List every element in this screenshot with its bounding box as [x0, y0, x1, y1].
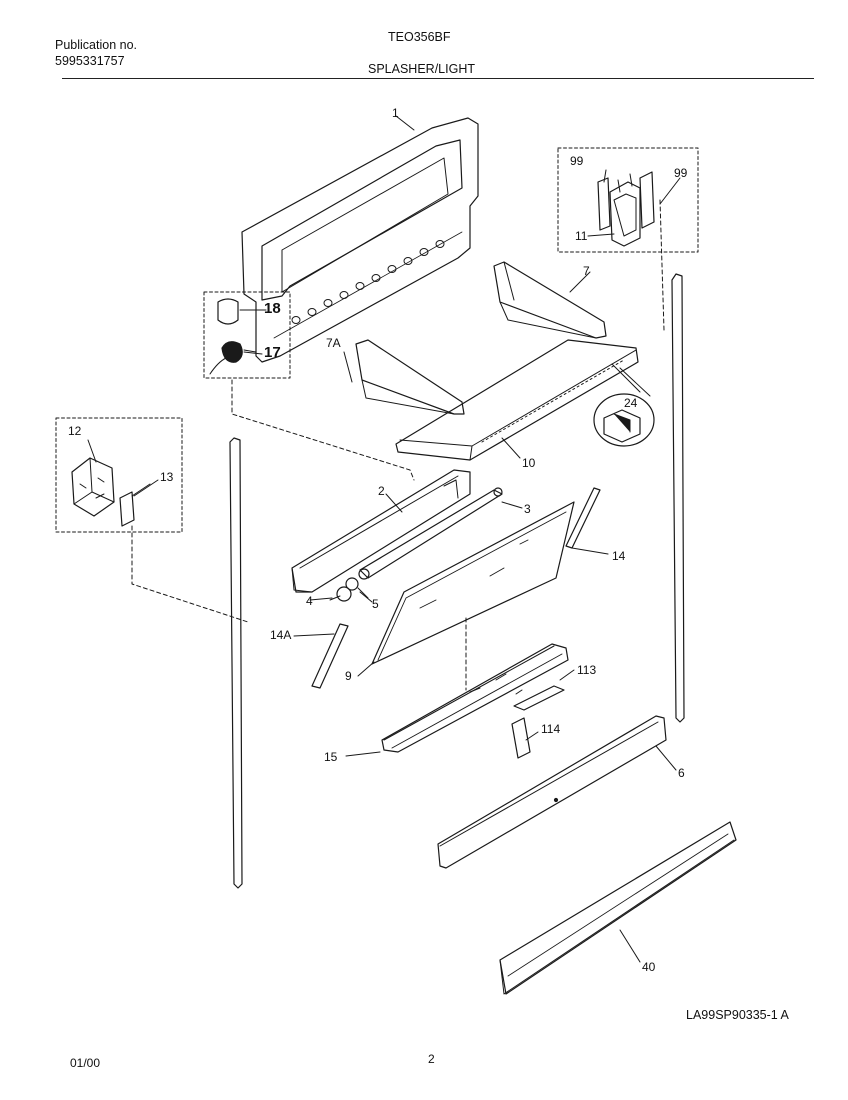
callout-99-right: 99: [674, 166, 688, 180]
part-4-5-lamp-holders: [329, 577, 369, 602]
part-1-backguard: [241, 115, 479, 363]
part-10-light-housing: [395, 339, 639, 461]
footer-date: 01/00: [70, 1056, 101, 1070]
part-113-bracket: [513, 685, 565, 711]
part-12-clock-timer: [71, 457, 115, 517]
part-2-lamp-channel: [291, 469, 471, 593]
part-13-bracket: [119, 483, 151, 527]
callout-11: 11: [575, 229, 588, 243]
drawing-id: LA99SP90335-1 A: [686, 1008, 789, 1022]
callout-9: 9: [345, 669, 352, 683]
kit-box-12-13: [55, 417, 183, 533]
callout-18: 18: [264, 300, 281, 317]
publication-number: 5995331757: [55, 54, 125, 68]
callout-13: 13: [160, 470, 174, 484]
right-side-trim: [659, 199, 685, 723]
part-24-rocker-switch: [603, 409, 641, 443]
part-18-terminal-cap: [217, 298, 257, 325]
part-24-callout-circle: [593, 393, 655, 447]
part-14a-trim: [311, 623, 349, 689]
callout-7a: 7A: [326, 336, 341, 350]
part-114-clip: [511, 717, 531, 759]
kit-box-99-11: [557, 147, 699, 253]
callout-99-left: 99: [570, 154, 584, 168]
callout-14: 14: [612, 549, 626, 563]
part-7-bracket: [493, 261, 607, 339]
part-11-switch: [609, 173, 641, 247]
callout-5: 5: [372, 597, 379, 611]
publication-label: Publication no.: [55, 38, 138, 52]
callout-114: 114: [541, 722, 561, 736]
callout-1: 1: [392, 106, 399, 120]
section-title: SPLASHER/LIGHT: [368, 62, 475, 76]
left-side-trim: [229, 437, 243, 889]
callout-2: 2: [378, 484, 385, 498]
callout-15: 15: [324, 750, 338, 764]
callout-4: 4: [306, 594, 313, 608]
part-15-rail: [381, 643, 569, 753]
part-3-fluorescent-tube: [358, 487, 503, 580]
callout-24: 24: [624, 396, 638, 410]
part-40-kick-panel: [499, 821, 737, 995]
callout-40: 40: [642, 960, 656, 974]
callout-17: 17: [264, 344, 281, 361]
kit-box-18-17: [203, 291, 291, 379]
callout-6: 6: [678, 766, 685, 780]
callout-113: 113: [577, 663, 597, 677]
part-9-lens: [371, 501, 575, 665]
page-number: 2: [428, 1052, 435, 1066]
model-number: TEO356BF: [388, 30, 451, 44]
callout-7: 7: [583, 264, 590, 278]
callout-12: 12: [68, 424, 82, 438]
callout-3: 3: [524, 502, 531, 516]
part-14-trim: [565, 487, 601, 549]
header-rule: [62, 78, 814, 79]
callout-10: 10: [522, 456, 536, 470]
part-7a-bracket: [355, 339, 465, 415]
part-17-wire-connector: [209, 341, 257, 375]
callout-14a: 14A: [270, 628, 292, 642]
part-6-rail: [437, 715, 667, 869]
part-99-clips: [597, 171, 655, 231]
